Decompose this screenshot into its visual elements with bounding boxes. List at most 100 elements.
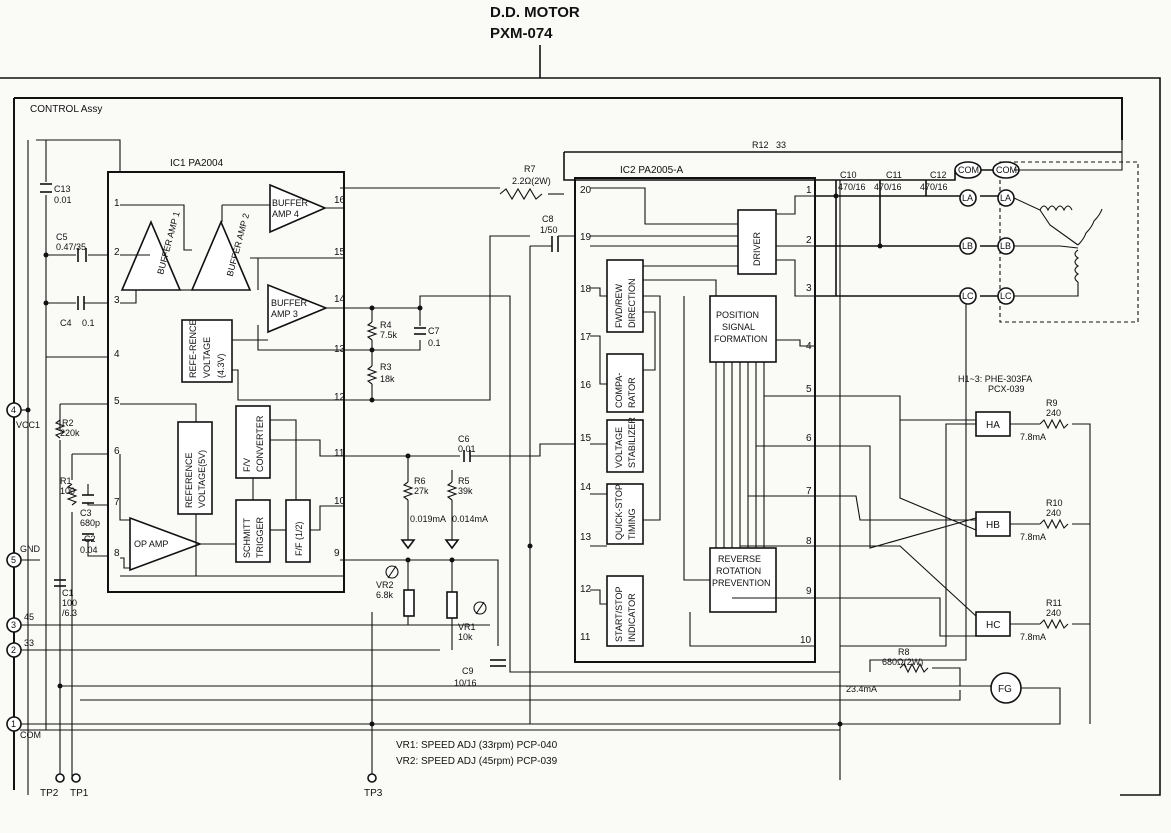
vr2 (403, 589, 415, 617)
buffer-amp3 (267, 283, 329, 334)
svg-text:1: 1 (114, 198, 120, 209)
svg-text:33: 33 (24, 638, 34, 648)
svg-text:100: 100 (60, 486, 75, 496)
svg-text:LC: LC (962, 291, 974, 301)
svg-text:27k: 27k (414, 486, 429, 496)
svg-text:23.4mA: 23.4mA (846, 684, 877, 694)
svg-text:R5: R5 (458, 476, 470, 486)
svg-text:DIRECTION: DIRECTION (627, 279, 637, 329)
svg-text:11: 11 (580, 632, 591, 643)
svg-text:FG: FG (998, 684, 1012, 695)
ic1-box (107, 171, 345, 593)
svg-text:COM: COM (20, 730, 41, 740)
svg-text:SIGNAL: SIGNAL (722, 322, 755, 332)
terminals: 4 VCC1 5 GND 3 45 2 33 1 COM TP2 TP1 TP3 (6, 402, 383, 799)
svg-text:17: 17 (580, 332, 592, 343)
svg-text:10: 10 (800, 635, 812, 646)
svg-text:0.1: 0.1 (82, 318, 95, 328)
svg-text:16: 16 (334, 195, 346, 206)
svg-text:VOLTAGE: VOLTAGE (202, 337, 212, 378)
position-signal-block (709, 295, 777, 363)
svg-text:6.8k: 6.8k (376, 590, 394, 600)
svg-text:5: 5 (11, 555, 16, 565)
svg-text:1: 1 (806, 185, 812, 196)
ic2-label: IC2 PA2005-A (620, 165, 684, 176)
svg-text:2.2Ω(2W): 2.2Ω(2W) (512, 176, 551, 186)
buffer-amp4 (269, 183, 328, 234)
svg-text:5: 5 (114, 396, 120, 407)
svg-text:1: 1 (11, 719, 16, 729)
ff-block (285, 499, 311, 563)
svg-text:F/V: F/V (242, 458, 252, 472)
svg-text:470/16: 470/16 (874, 182, 902, 192)
svg-text:7.5k: 7.5k (380, 330, 398, 340)
svg-text:33: 33 (776, 140, 786, 150)
svg-text:R8: R8 (898, 647, 910, 657)
svg-text:220k: 220k (60, 428, 80, 438)
svg-text:C2: C2 (84, 534, 96, 544)
left-wiring (14, 139, 1000, 795)
svg-text:F/F (1/2): F/F (1/2) (294, 521, 304, 556)
svg-text:2: 2 (11, 645, 16, 655)
voltage-stabilizer-block (606, 419, 644, 473)
svg-text:4: 4 (114, 349, 120, 360)
svg-text:VR2: VR2 (376, 580, 394, 590)
svg-text:HC: HC (986, 620, 1000, 631)
comparator-block (606, 353, 644, 413)
svg-text:GND: GND (20, 544, 41, 554)
svg-text:470/16: 470/16 (838, 182, 866, 192)
svg-text:POSITION: POSITION (716, 310, 759, 320)
svg-text:18k: 18k (380, 374, 395, 384)
svg-text:680p: 680p (80, 518, 100, 528)
svg-text:4: 4 (11, 405, 16, 415)
svg-text:TIMING: TIMING (627, 509, 637, 541)
svg-text:HA: HA (986, 420, 1000, 431)
ref-voltage-5v-block (177, 421, 213, 515)
svg-text:20: 20 (580, 185, 592, 196)
svg-text:8: 8 (806, 536, 812, 547)
svg-text:10k: 10k (458, 632, 473, 642)
svg-text:C3: C3 (80, 508, 92, 518)
svg-text:14: 14 (334, 294, 346, 305)
motor-box (999, 161, 1139, 323)
svg-text:13: 13 (580, 532, 592, 543)
fv-converter-block (235, 405, 271, 479)
svg-text:5: 5 (806, 384, 812, 395)
hall-hb (975, 511, 1011, 537)
svg-text:C6: C6 (458, 434, 470, 444)
svg-text:240: 240 (1046, 608, 1061, 618)
svg-text:C10: C10 (840, 170, 857, 180)
svg-text:2: 2 (114, 247, 120, 258)
svg-text:0.014mA: 0.014mA (452, 514, 488, 524)
svg-text:VOLTAGE: VOLTAGE (614, 427, 624, 468)
svg-text:14: 14 (580, 482, 592, 493)
diagram-title: D.D. MOTOR (490, 4, 580, 21)
svg-text:7.8mA: 7.8mA (1020, 632, 1046, 642)
ic1-label: IC1 PA2004 (170, 158, 224, 169)
svg-text:STABILIZER: STABILIZER (627, 417, 637, 468)
svg-text:TRIGGER: TRIGGER (255, 516, 265, 558)
hall-wiring (815, 180, 1091, 780)
svg-text:10/16: 10/16 (454, 678, 477, 688)
svg-text:18: 18 (580, 284, 592, 295)
svg-text:TP1: TP1 (70, 788, 89, 799)
svg-text:R3: R3 (380, 362, 392, 372)
svg-text:R1: R1 (60, 476, 72, 486)
svg-text:INDICATOR: INDICATOR (627, 593, 637, 642)
svg-text:3: 3 (114, 295, 120, 306)
svg-text:C8: C8 (542, 214, 554, 224)
svg-text:240: 240 (1046, 508, 1061, 518)
svg-text:OP AMP: OP AMP (134, 539, 168, 549)
svg-text:VOLTAGE(5V): VOLTAGE(5V) (197, 450, 207, 508)
svg-text:QUICK-STOP: QUICK-STOP (614, 484, 624, 540)
svg-text:C5: C5 (56, 232, 68, 242)
control-assy-label: CONTROL Assy (30, 104, 102, 115)
svg-text:19: 19 (580, 232, 592, 243)
svg-text:H1~3: PHE-303FA: H1~3: PHE-303FA (958, 374, 1032, 384)
svg-text:FWD/REW: FWD/REW (614, 284, 624, 328)
svg-text:12: 12 (334, 392, 346, 403)
fwd-rew-block (606, 259, 644, 333)
svg-text:9: 9 (334, 548, 340, 559)
